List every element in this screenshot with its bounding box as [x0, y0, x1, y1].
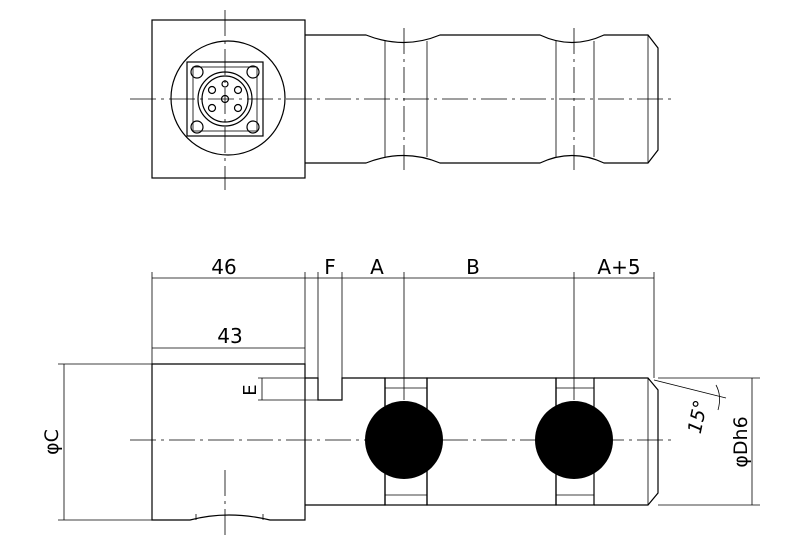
connector-pin — [233, 103, 243, 113]
front-head-block — [151, 363, 306, 521]
angle-15-label: 15° — [684, 398, 713, 436]
dim-43-label: 43 — [217, 324, 242, 348]
chamfer-angle-line — [653, 379, 727, 399]
screw-hole — [246, 65, 260, 79]
dim-a5-label: A+5 — [597, 255, 640, 279]
screw-hole — [246, 120, 260, 134]
connector-pin — [233, 85, 243, 95]
dim-e-label: E — [240, 384, 261, 395]
dim-a-label: A — [370, 255, 384, 279]
top-head-circle — [170, 40, 286, 156]
front-view: 46 F A B A+5 43 E φC φDh6 15° — [41, 255, 760, 540]
connector-pin — [207, 85, 217, 95]
front-tip-segment — [594, 377, 659, 506]
dim-d-label: φDh6 — [730, 416, 752, 467]
dim-f-label: F — [324, 255, 336, 279]
dim-b-label: B — [466, 255, 480, 279]
chamfer-angle-arc — [715, 384, 720, 411]
screw-hole — [190, 65, 204, 79]
dim-46-label: 46 — [211, 255, 236, 279]
top-view — [130, 10, 672, 190]
screw-hole — [190, 120, 204, 134]
connector-pin — [207, 103, 217, 113]
dim-c-label: φC — [41, 429, 63, 455]
